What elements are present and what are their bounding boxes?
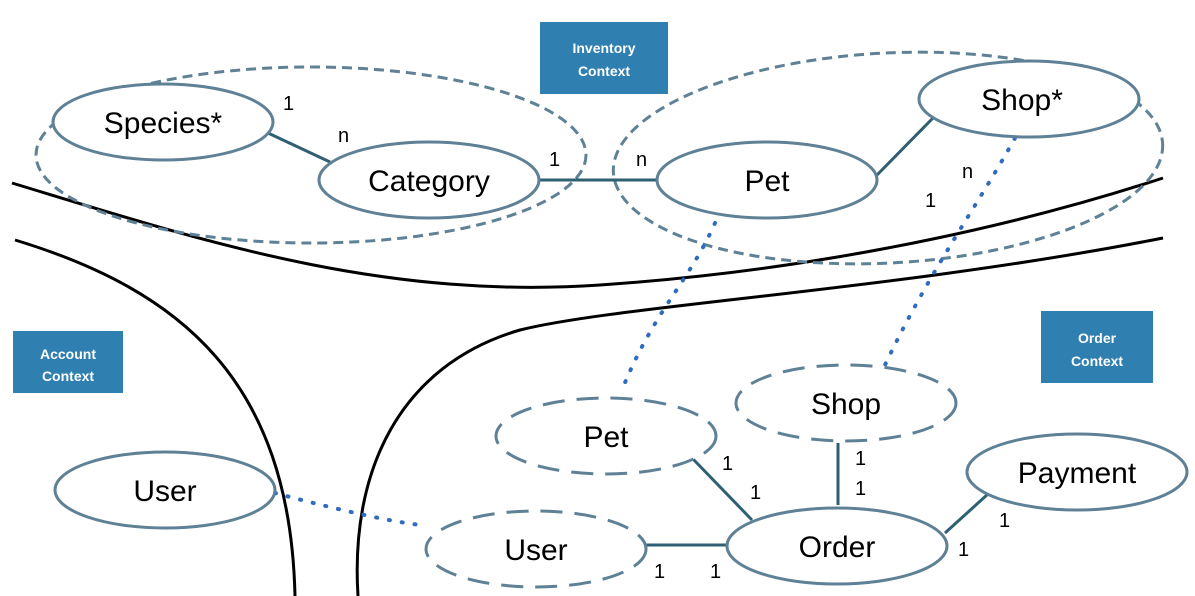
entity-pet-order-reference: Pet (494, 396, 718, 476)
cardinality-label: 1 (722, 453, 733, 475)
cardinality-label: 1 (710, 561, 721, 583)
shop-reference-link (882, 136, 1017, 369)
entity-order-label: Order (799, 531, 876, 564)
cardinality-label: 1 (925, 190, 936, 212)
entity-user-account-label: User (133, 475, 196, 508)
inventory-context-boundary (11, 176, 1164, 289)
entity-payment-label: Payment (1018, 457, 1137, 490)
account-context-line2: Context (42, 368, 94, 384)
cardinality-label: 1 (999, 510, 1010, 532)
cardinality-label: 1 (654, 561, 665, 583)
entity-pet-label: Pet (744, 165, 790, 198)
entity-shop-inventory-label: Shop* (981, 84, 1063, 117)
species-category-relation (267, 131, 331, 164)
inventory-context-box: Inventory Context (540, 22, 668, 94)
entity-pet-order-label: Pet (583, 421, 629, 454)
pet-shop-aggregate-outline (611, 50, 1165, 266)
entity-species: Species* (51, 82, 275, 162)
cardinality-label: 1 (855, 478, 866, 500)
cardinality-label: 1 (283, 93, 294, 115)
cardinality-label: n (338, 125, 349, 147)
order-context-boundary (355, 236, 1164, 596)
cardinality-label: 1 (855, 448, 866, 470)
entity-shop-order-reference: Shop (734, 363, 958, 443)
species-category-aggregate-outline (34, 65, 588, 245)
user-reference-link (273, 491, 422, 527)
account-context-boundary (14, 238, 297, 596)
entity-user-order-reference: User (424, 509, 648, 589)
pet-order-relation (691, 457, 754, 522)
inventory-context-line2: Context (578, 63, 630, 79)
entity-pet: Pet (655, 140, 879, 220)
entity-order: Order (725, 506, 949, 586)
cardinality-label: n (962, 161, 973, 183)
account-context-line1: Account (40, 346, 96, 362)
entity-shop-order-label: Shop (811, 388, 881, 421)
entity-shop-inventory: Shop* (917, 59, 1141, 139)
cardinality-label: 1 (750, 482, 761, 504)
order-context-box: Order Context (1041, 311, 1153, 383)
payment-order-relation (943, 492, 990, 535)
cardinality-label: 1 (549, 149, 560, 171)
entity-user-account: User (53, 450, 277, 530)
order-context-line1: Order (1078, 330, 1117, 346)
account-context-box: Account Context (13, 331, 123, 393)
entity-user-order-label: User (504, 534, 567, 567)
entity-category: Category (317, 140, 541, 220)
entity-payment: Payment (965, 432, 1189, 512)
entity-species-label: Species* (104, 107, 223, 140)
inventory-context-line1: Inventory (572, 40, 635, 56)
cardinality-label: n (636, 149, 647, 171)
pet-shop-relation (874, 116, 935, 178)
pet-reference-link (622, 221, 717, 387)
cardinality-label: 1 (958, 539, 969, 561)
order-context-line2: Context (1071, 353, 1123, 369)
entity-category-label: Category (368, 165, 490, 198)
